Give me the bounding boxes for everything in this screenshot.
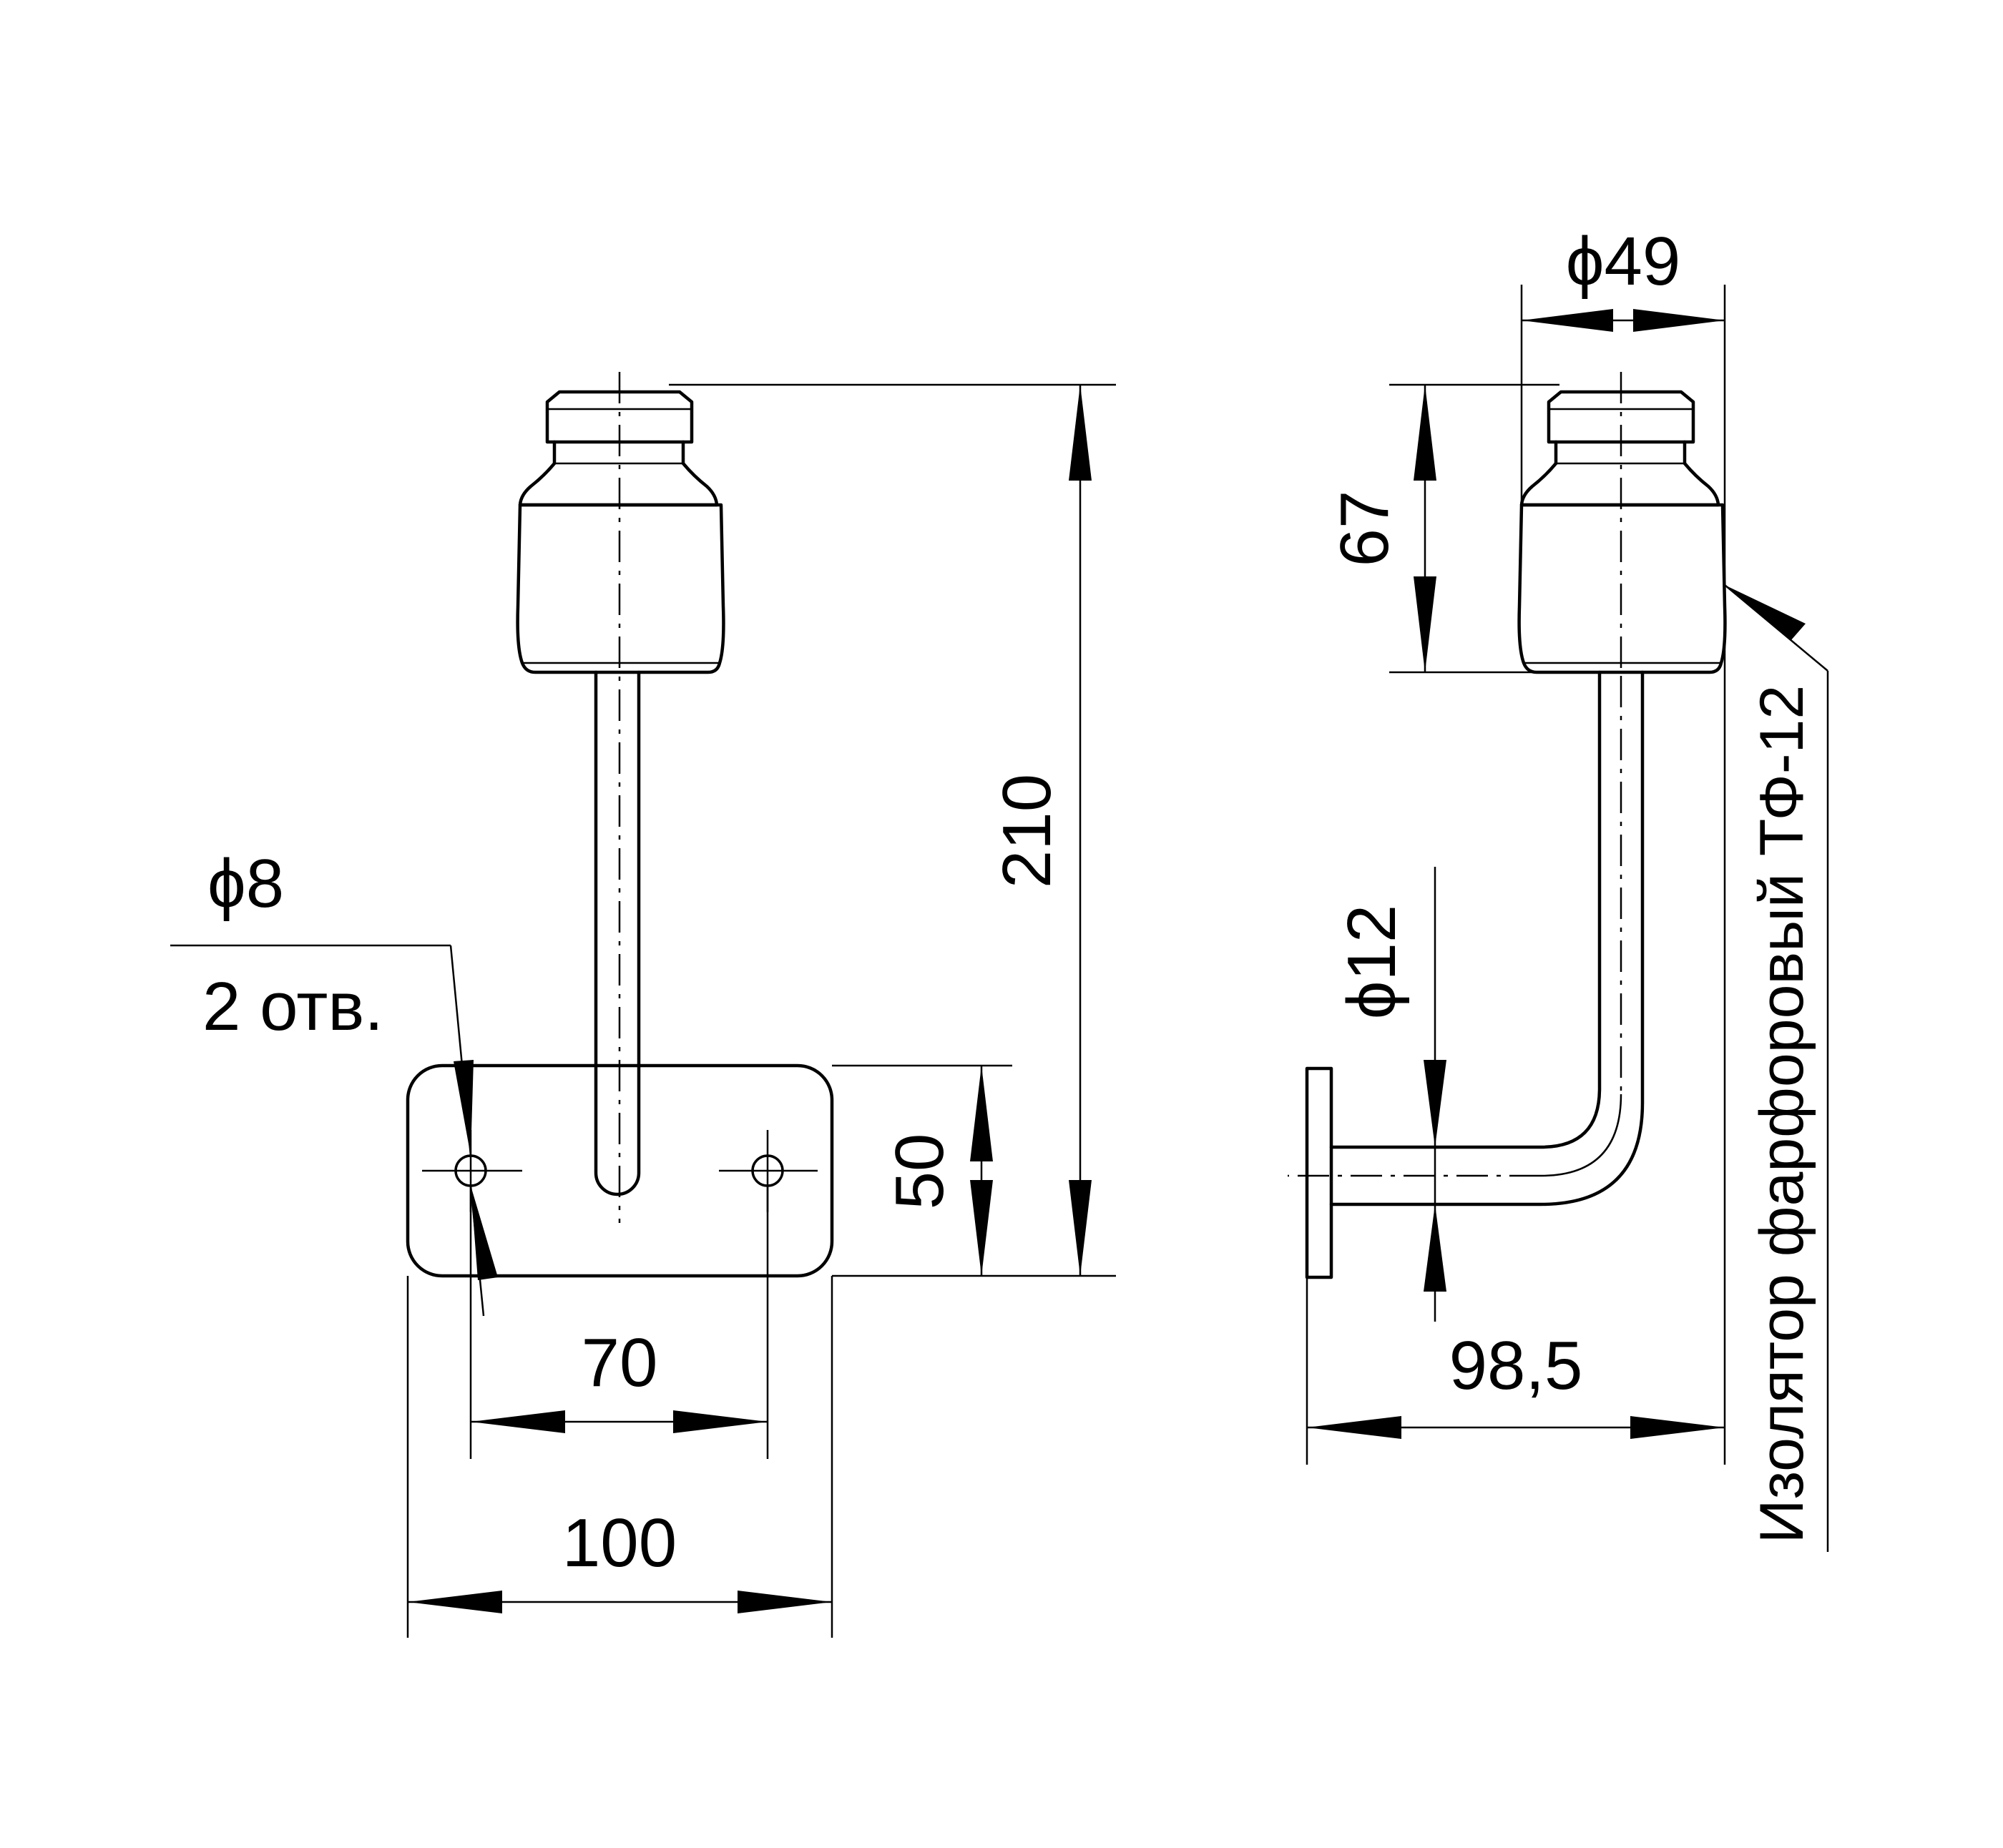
insulator-cap [545, 390, 694, 444]
insulator-cap-side [1547, 390, 1695, 444]
insulator-height-label: 67 [1326, 491, 1403, 567]
insulator-neck [518, 440, 719, 507]
side-view-dimensions [1306, 285, 1829, 1552]
mounting-flange [1305, 1066, 1333, 1279]
insulator-body [516, 503, 725, 674]
insulator-body-side [1517, 503, 1727, 674]
insulator-neck-side [1519, 440, 1720, 507]
height-50-label: 50 [881, 1134, 958, 1210]
front-view-dimensions [170, 383, 1116, 1638]
spacing-70-label: 70 [582, 1324, 658, 1401]
rod [594, 670, 641, 1196]
insulator-callout-label: Изолятор фарфоровый ТФ-12 [1748, 685, 1816, 1543]
reach-label: 98,5 [1449, 1327, 1583, 1404]
hole-count-label: 2 отв. [202, 968, 383, 1045]
front-view [406, 372, 834, 1278]
height-210-label: 210 [989, 774, 1065, 888]
hole-diameter-label: ϕ8 [207, 845, 284, 922]
width-100-label: 100 [562, 1505, 677, 1581]
bent-rod [1329, 670, 1602, 1149]
side-view [1288, 372, 1727, 1279]
insulator-diameter-label: ϕ49 [1566, 223, 1681, 300]
rod-diameter-label: ϕ12 [1333, 905, 1410, 1020]
